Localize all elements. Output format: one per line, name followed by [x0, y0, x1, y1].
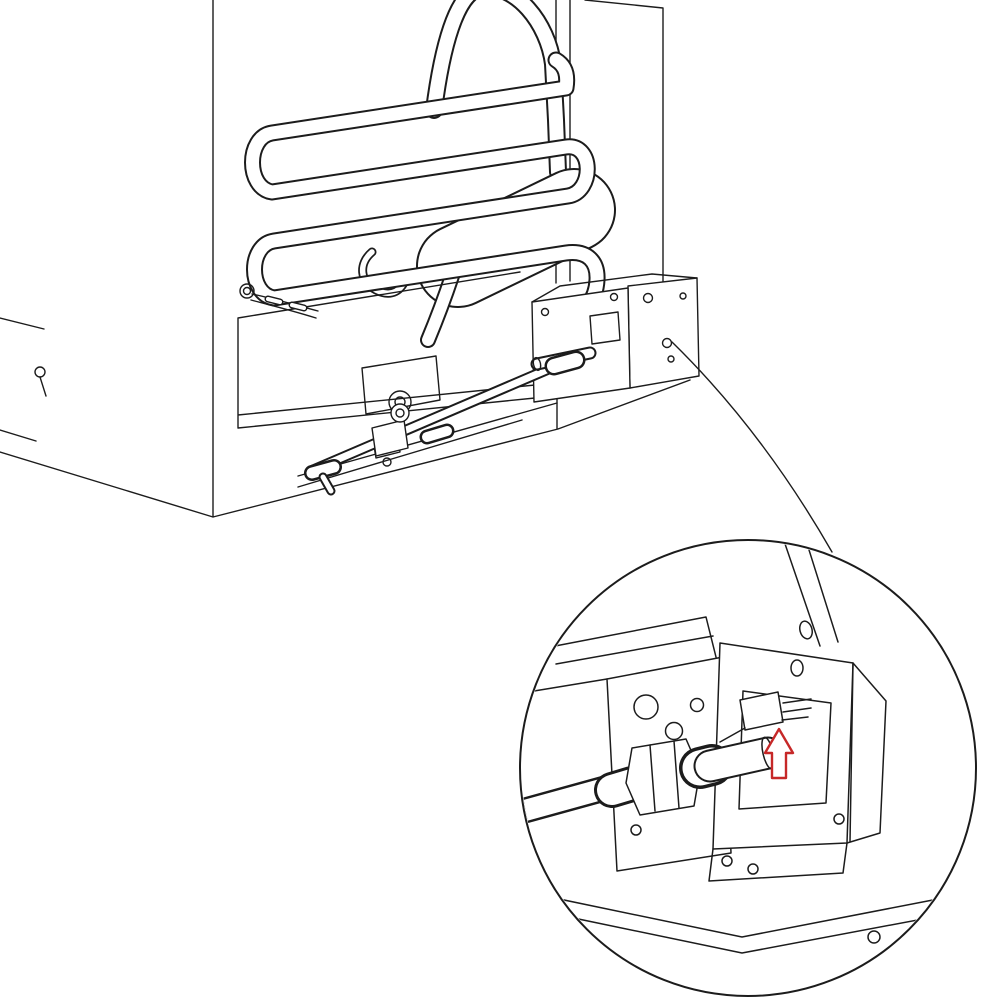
drain-grommet: [34, 366, 46, 378]
detail-view: [521, 541, 945, 954]
foot-bolt: [382, 457, 392, 467]
chamber-screw-1: [833, 813, 845, 825]
plate-hole-medium: [664, 721, 684, 741]
housing-top-edges: [531, 273, 698, 303]
base-rail: [539, 894, 945, 954]
burner-tube: [530, 346, 597, 376]
absorber-tank: [416, 168, 616, 308]
electrode-prongs: [719, 698, 812, 743]
wire-coil-inner: [242, 286, 252, 296]
housing-window: [589, 311, 621, 345]
chamber-screw-3: [747, 863, 759, 875]
main-diagram: [0, 0, 700, 518]
tray-edges: [237, 271, 558, 488]
condenser-coil: [244, 51, 606, 339]
ignition-wires: [239, 283, 319, 319]
wire-coil-outer: [239, 283, 255, 299]
plate-hole-small: [689, 697, 705, 713]
chamber-hole: [790, 659, 804, 677]
burner-base-bracket: [361, 355, 441, 415]
burner-barrel: [679, 736, 785, 789]
nut-facets: [649, 740, 680, 812]
side-flange: [846, 662, 887, 844]
red-arrow-indicator: [763, 727, 795, 780]
cabinet-panel-edges: [527, 541, 839, 693]
plate-screw: [630, 824, 642, 836]
burner-housing: [531, 273, 700, 403]
housing-front-face: [531, 287, 631, 403]
plate-hole-large: [633, 694, 659, 720]
nut-body: [625, 738, 701, 816]
panel-hole: [799, 620, 813, 640]
igniter-electrode: [719, 691, 812, 743]
callout-leader-line: [671, 341, 833, 553]
red-arrow: [763, 727, 795, 780]
rail-screw: [867, 930, 881, 944]
bottom-flange: [708, 842, 848, 882]
mounting-bracket-top: [549, 616, 718, 665]
gas-supply-line: [304, 356, 571, 496]
thermostat-valve: [371, 403, 410, 457]
boiler-flue-pipe: [425, 0, 567, 181]
electrode-block: [739, 691, 784, 731]
chamber-screw-2: [721, 855, 733, 867]
liquid-return-pipe: [420, 268, 460, 348]
compression-nut: [625, 738, 701, 816]
housing-back-plate: [627, 277, 700, 389]
